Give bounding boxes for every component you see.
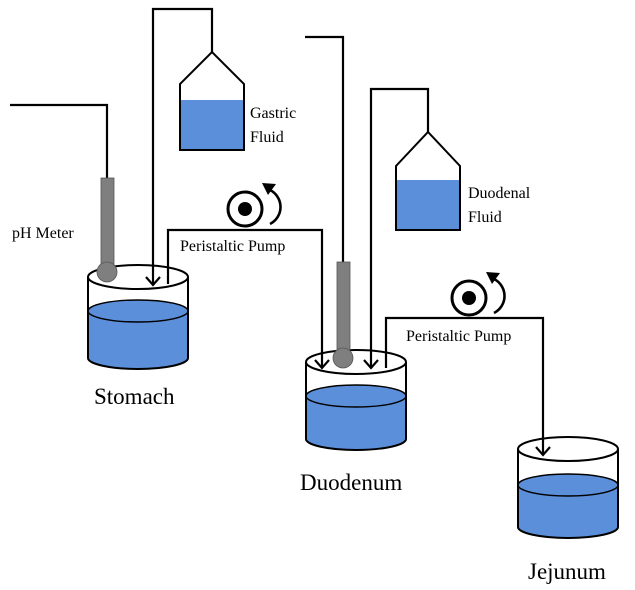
- jejunum-rim: [517, 436, 619, 462]
- pump2-label: Peristaltic Pump: [406, 328, 511, 345]
- duodenum-fluid-surface: [305, 384, 407, 408]
- duodenum-rim: [305, 349, 407, 375]
- jejunum-fluid: [518, 485, 618, 538]
- gastric-fluid-reservoir: [179, 50, 245, 151]
- duodenal-fluid-level: [396, 180, 460, 230]
- pump2-arrowhead: [535, 446, 551, 457]
- jejunum-label: Jejunum: [528, 559, 606, 584]
- duodenum-ph-cable: [305, 35, 345, 262]
- gastric-fluid-label-line2: Fluid: [250, 129, 284, 146]
- duodenal-feed-arrowhead: [363, 359, 379, 370]
- pump2-rotation-arrow-icon: [493, 277, 506, 315]
- pump1-rotation-arrowhead: [262, 183, 276, 195]
- stomach-ph-probe-rod: [100, 177, 115, 274]
- stomach-vessel: [87, 264, 189, 370]
- gastric-fluid-level: [180, 100, 244, 150]
- ph-meter-label: pH Meter: [12, 225, 74, 242]
- peristaltic-pump-2: [450, 272, 506, 317]
- stomach-ph-probe-tip: [96, 261, 118, 283]
- duodenal-fluid-reservoir: [395, 130, 461, 231]
- tubing: [10, 7, 551, 457]
- duodenum-label: Duodenum: [300, 470, 402, 495]
- pump2-rotation-arrowhead: [486, 272, 500, 284]
- duodenal-fluid-label-line2: Fluid: [468, 209, 502, 226]
- pump2-transfer-line: [384, 316, 545, 455]
- stomach-fluid: [88, 311, 188, 369]
- duodenum-ph-probe-tip: [332, 347, 354, 369]
- gastric-feed-arrowhead: [145, 276, 161, 287]
- duodenum-walls: [305, 362, 407, 451]
- jejunum-fluid-surface: [517, 473, 619, 497]
- duodenum-ph-probe: [332, 261, 354, 369]
- stomach-ph-cable: [10, 103, 109, 178]
- jejunum-vessel: [517, 436, 619, 539]
- stomach-walls: [87, 277, 189, 370]
- pump2-rotor-core: [462, 291, 476, 305]
- stomach-label: Stomach: [94, 384, 175, 409]
- pump1-rotation-arrow-icon: [269, 188, 282, 226]
- duodenum-ph-probe-rod: [336, 261, 351, 359]
- pump1-rotor-core: [238, 202, 252, 216]
- pump1-arrowhead: [314, 359, 330, 370]
- gastric-feed-line: [151, 7, 214, 284]
- pump1-label: Peristaltic Pump: [180, 238, 285, 255]
- gastric-reservoir-outline: [179, 50, 245, 151]
- stomach-rim: [87, 264, 189, 290]
- jejunum-walls: [517, 449, 619, 539]
- pump1-transfer-line: [166, 228, 324, 368]
- gastric-fluid-label-line1: Gastric: [250, 105, 296, 122]
- stomach-ph-probe: [96, 177, 118, 283]
- stomach-fluid-surface: [87, 299, 189, 323]
- duodenal-fluid-label-line1: Duodenal: [468, 185, 531, 202]
- duodenal-feed-line: [369, 87, 430, 368]
- duodenal-reservoir-outline: [395, 130, 461, 231]
- duodenum-fluid: [306, 396, 406, 450]
- peristaltic-pump-1: [226, 183, 282, 228]
- duodenum-vessel: [305, 349, 407, 451]
